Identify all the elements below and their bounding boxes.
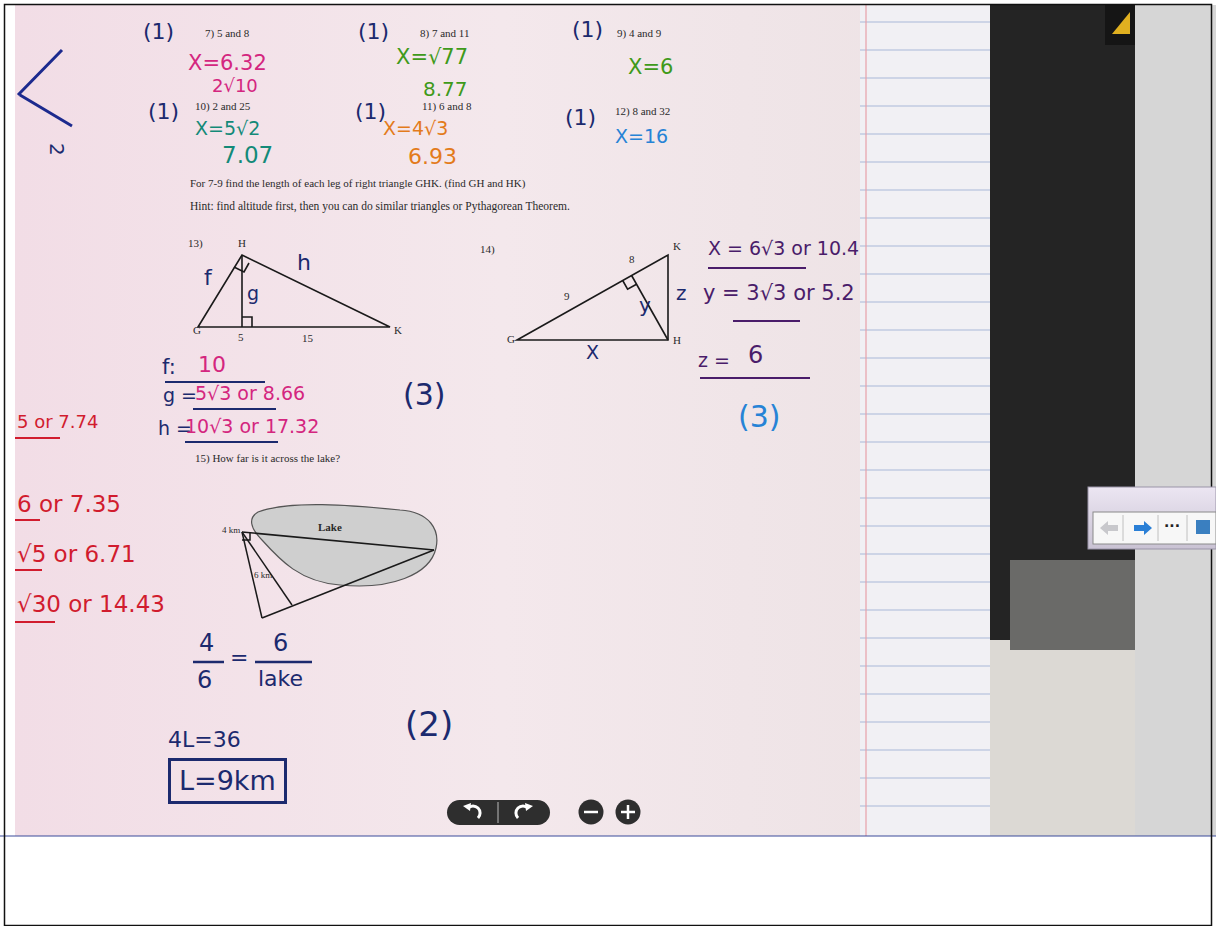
- score-mark: (1): [358, 20, 389, 44]
- handwritten-answer: 2√10: [212, 76, 258, 96]
- score-mark: (3): [403, 378, 446, 411]
- handwritten-answer: 5√3 or 8.66: [195, 383, 305, 404]
- side-label: z: [676, 282, 687, 304]
- handwritten-answer: X=6.32: [188, 52, 267, 75]
- vertex-label: G: [193, 324, 201, 336]
- handwritten-answer: 10√3 or 17.32: [185, 416, 319, 437]
- score-mark: (1): [355, 100, 386, 124]
- handwritten-answer: X=√77: [396, 46, 468, 69]
- problem-label: 12) 8 and 32: [615, 105, 670, 117]
- problem-label: 10) 2 and 25: [195, 100, 250, 112]
- score-mark: (3): [738, 400, 781, 433]
- side-label: X: [586, 342, 599, 363]
- side-label: y: [639, 294, 651, 316]
- problem-label: 7) 5 and 8: [205, 27, 249, 39]
- handwritten-answer: 10: [198, 353, 226, 377]
- handwritten-answer: z =: [698, 350, 730, 371]
- side-label: g: [247, 283, 259, 304]
- problem-label: 11) 6 and 8: [422, 100, 471, 112]
- answer-box: L=9km: [168, 758, 287, 804]
- handwritten-answer: X=6: [628, 56, 673, 79]
- handwritten-answer: f:: [162, 356, 176, 379]
- scrap-mark: 2: [46, 143, 68, 156]
- dimension-label: 6 km: [254, 571, 272, 581]
- handwritten-answer: X=5√2: [195, 118, 260, 139]
- handwritten-answer: 7.07: [222, 143, 273, 168]
- score-mark: (1): [572, 18, 603, 42]
- map-label: Lake: [318, 521, 342, 533]
- segment-length: 15: [302, 332, 313, 344]
- vertex-label: H: [673, 334, 681, 346]
- segment-length: 9: [564, 290, 570, 302]
- handwritten-answer: 6: [748, 342, 763, 368]
- handwritten-answer: √30 or 14.43: [17, 592, 165, 617]
- handwritten-answer: g =: [163, 385, 197, 406]
- handwritten-answer: lake: [258, 667, 303, 691]
- handwritten-answer: X=4√3: [383, 118, 448, 139]
- vertex-label: K: [394, 324, 402, 336]
- problem-label: 13): [188, 237, 203, 249]
- handwritten-answer: X = 6√3 or 10.4: [708, 238, 859, 259]
- toolbar-more: ...: [1164, 515, 1180, 530]
- handwritten-answer: 6 or 7.35: [17, 492, 121, 517]
- handwritten-answer: 6: [197, 667, 212, 693]
- handwritten-answer: 4: [199, 630, 214, 656]
- segment-length: 8: [629, 253, 635, 265]
- handwritten-answer: X=16: [615, 126, 668, 147]
- handwritten-answer: 6.93: [408, 145, 457, 169]
- problem-label: 9) 4 and 9: [617, 27, 661, 39]
- side-label: f: [204, 266, 212, 290]
- handwritten-answer: 8.77: [423, 78, 468, 100]
- handwritten-answer: y = 3√3 or 5.2: [703, 282, 855, 305]
- vertex-label: K: [673, 240, 681, 252]
- vertex-label: G: [507, 333, 515, 345]
- score-mark: (1): [565, 106, 596, 130]
- score-mark: (2): [405, 706, 453, 743]
- problem-label: 15) How far is it across the lake?: [195, 452, 340, 464]
- score-mark: (1): [148, 100, 179, 124]
- score-mark: (1): [143, 20, 174, 44]
- handwritten-answer: 4L=36: [168, 728, 241, 752]
- instruction-text: For 7-9 find the length of each leg of r…: [190, 177, 525, 189]
- dimension-label: 4 km: [222, 526, 240, 536]
- handwritten-answer: 5 or 7.74: [17, 412, 98, 432]
- side-label: h: [297, 251, 311, 275]
- handwritten-answer: =: [230, 646, 248, 670]
- problem-label: 14): [480, 243, 495, 255]
- vertex-label: H: [238, 237, 246, 249]
- problem-label: 8) 7 and 11: [420, 27, 469, 39]
- instruction-text: Hint: find altitude first, then you can …: [190, 200, 570, 213]
- segment-length: 5: [238, 331, 244, 343]
- handwritten-answer: 6: [273, 630, 288, 656]
- handwritten-answer: √5 or 6.71: [17, 542, 136, 567]
- boxed-answer: L=9km: [179, 765, 276, 796]
